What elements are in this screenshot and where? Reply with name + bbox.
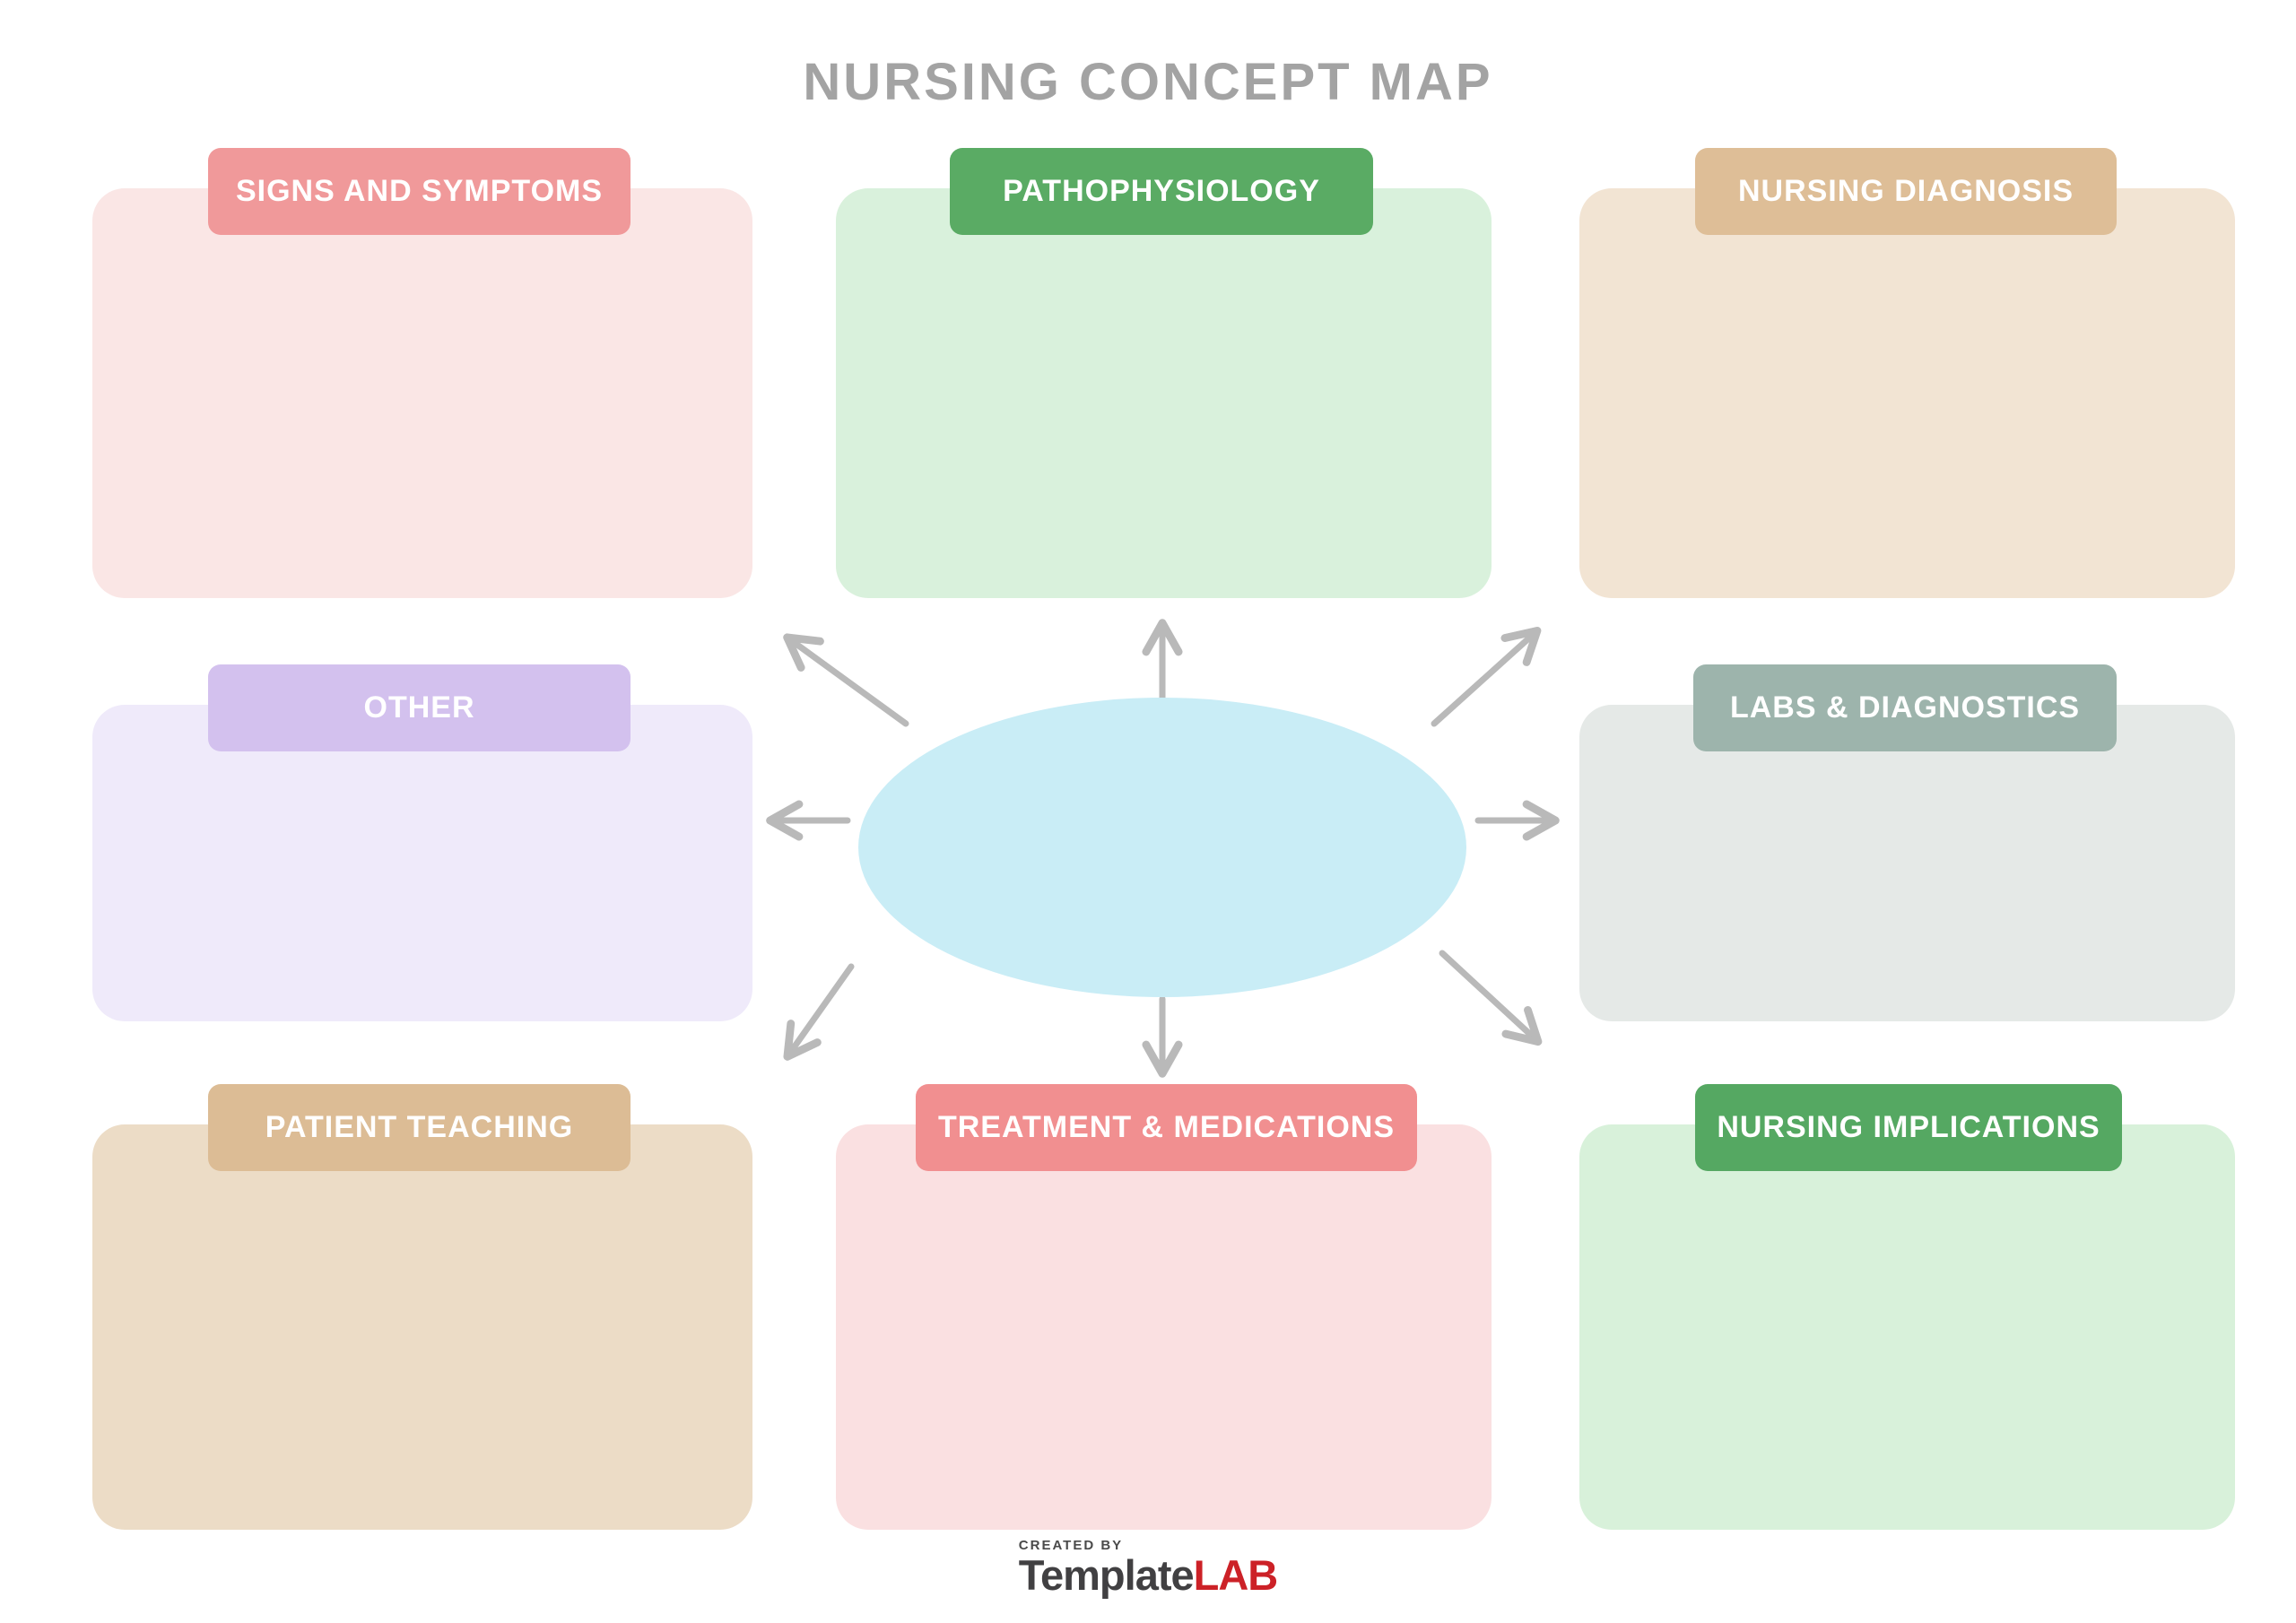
pathophysiology-header: PATHOPHYSIOLOGY: [950, 148, 1373, 235]
arrow-down-left-icon: [783, 963, 855, 1061]
other-notes-area[interactable]: [92, 705, 752, 1021]
labs-and-diagnostics-label: LABS & DIAGNOSTICS: [1729, 690, 2081, 725]
nursing-diagnosis-label: NURSING DIAGNOSIS: [1737, 174, 2074, 208]
page-title: NURSING CONCEPT MAP: [803, 53, 1493, 111]
labs-and-diagnostics-notes-area[interactable]: [1579, 705, 2235, 1021]
nursing-diagnosis-header: NURSING DIAGNOSIS: [1695, 148, 2117, 235]
pathophysiology-notes-area[interactable]: [836, 188, 1492, 598]
arrow-down-right-icon: [1439, 950, 1543, 1046]
treatment-medications-label: TREATMENT & MEDICATIONS: [937, 1110, 1396, 1144]
other-label: OTHER: [363, 690, 475, 725]
arrow-up-right-icon: [1431, 626, 1542, 727]
created-by-label: CREATED BY: [1018, 1538, 1124, 1553]
patient-teaching-label: PATIENT TEACHING: [265, 1110, 574, 1144]
nursing-implications-label: NURSING IMPLICATIONS: [1717, 1110, 2100, 1144]
templatelab-logo: CREATED BY TemplateLAB: [1018, 1538, 1279, 1599]
pathophysiology-label: PATHOPHYSIOLOGY: [1003, 174, 1320, 208]
arrow-up-left-icon: [783, 633, 909, 727]
nursing-implications-header: NURSING IMPLICATIONS: [1695, 1084, 2122, 1171]
labs-and-diagnostics-header: LABS & DIAGNOSTICS: [1693, 664, 2117, 751]
nursing-implications-notes-area[interactable]: [1579, 1124, 2235, 1530]
other-header: OTHER: [208, 664, 631, 751]
brand-lab-text: LAB: [1193, 1551, 1279, 1599]
nursing-diagnosis-notes-area[interactable]: [1579, 188, 2235, 598]
brand-template-text: Template: [1018, 1551, 1195, 1599]
signs-and-symptoms-label: SIGNS AND SYMPTOMS: [235, 174, 604, 208]
brand-wordmark: TemplateLAB: [1018, 1551, 1279, 1599]
signs-and-symptoms-notes-area[interactable]: [92, 188, 752, 598]
signs-and-symptoms-header: SIGNS AND SYMPTOMS: [208, 148, 631, 235]
patient-teaching-notes-area[interactable]: [92, 1124, 752, 1530]
treatment-medications-notes-area[interactable]: [836, 1124, 1492, 1530]
treatment-medications-header: TREATMENT & MEDICATIONS: [916, 1084, 1417, 1171]
patient-teaching-header: PATIENT TEACHING: [208, 1084, 631, 1171]
central-topic-ellipse[interactable]: [858, 698, 1466, 997]
